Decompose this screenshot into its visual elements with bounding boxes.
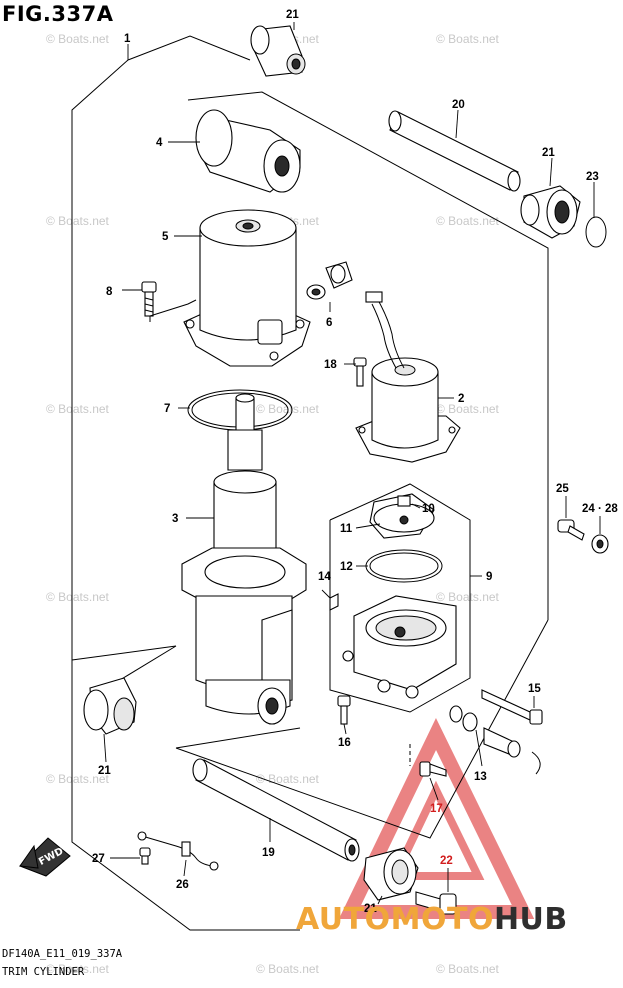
callout-6: 6 [326, 317, 332, 329]
bolt-15 [481, 689, 543, 725]
callout-24-28: 24 · 28 [582, 503, 618, 515]
watermark: © Boats.net [256, 962, 319, 976]
callout-22: 22 [440, 855, 453, 867]
callout-21: 21 [98, 765, 111, 777]
bolt-22 [415, 891, 457, 915]
callout-14: 14 [318, 571, 331, 583]
valve-13 [449, 705, 541, 775]
callout-21: 21 [364, 903, 377, 915]
rod-19 [192, 758, 360, 862]
bushing-21-bottom [363, 847, 419, 901]
logo-text-left: AUTOMOTO [296, 902, 494, 937]
washer-24-28 [591, 534, 609, 554]
watermark: © Boats.net [436, 962, 499, 976]
callout-1: 1 [124, 33, 131, 45]
callout-12: 12 [340, 561, 353, 573]
callout-19: 19 [262, 847, 275, 859]
watermark: © Boats.net [46, 402, 109, 416]
callout-11: 11 [340, 523, 353, 535]
callout-21: 21 [542, 147, 555, 159]
watermark: © Boats.net [436, 32, 499, 46]
valve-assembly-9 [329, 483, 471, 713]
watermark: © Boats.net [436, 214, 499, 228]
watermark: © Boats.net [436, 590, 499, 604]
watermark: © Boats.net [46, 772, 109, 786]
ground-wire-26 [137, 831, 219, 871]
callout-3: 3 [172, 513, 178, 525]
bushing-4 [195, 109, 301, 193]
watermark: © Boats.net [46, 32, 109, 46]
screw-18 [353, 357, 367, 387]
motor-2 [355, 291, 461, 463]
callout-13: 13 [474, 771, 487, 783]
callout-20: 20 [452, 99, 465, 111]
callout-labels: 21 1 4 20 21 23 5 8 6 18 2 7 3 10 11 12 … [92, 9, 618, 915]
drawing-code: DF140A_E11_019_337A [2, 948, 123, 960]
fitting-6 [306, 261, 353, 300]
cylinder-3 [181, 393, 307, 725]
automotohub-logo: AUTOMOTOHUB [296, 902, 568, 937]
bolt-25 [557, 519, 585, 541]
bolt-16 [337, 695, 351, 725]
callout-25: 25 [556, 483, 569, 495]
forward-arrow-icon: FWD [19, 837, 71, 877]
bushing-21-left [83, 677, 137, 735]
reservoir-5 [183, 209, 311, 367]
callout-17: 17 [430, 803, 443, 815]
logo-text-right: HUB [493, 902, 568, 937]
assembly-outline [71, 35, 549, 931]
callout-9: 9 [486, 571, 492, 583]
callout-27: 27 [92, 853, 105, 865]
callout-23: 23 [586, 171, 599, 183]
callout-15: 15 [528, 683, 541, 695]
callout-10: 10 [422, 503, 435, 515]
bushing-21-right [520, 185, 581, 239]
leader-lines [103, 22, 601, 905]
watermark: © Boats.net [256, 772, 319, 786]
bolt-8 [141, 281, 197, 322]
rod-20 [388, 110, 521, 192]
callout-4: 4 [156, 137, 163, 149]
figure-name: TRIM CYLINDER [2, 966, 85, 978]
callout-7: 7 [164, 403, 170, 415]
screw-27 [139, 847, 151, 865]
figure-title: FIG.337A [2, 2, 114, 26]
circlip-23 [585, 216, 607, 248]
watermark: © Boats.net [46, 962, 109, 976]
callout-21: 21 [286, 9, 299, 21]
bushing-21-top [250, 25, 306, 77]
screw-17 [409, 744, 447, 777]
callout-8: 8 [106, 286, 113, 298]
callout-2: 2 [458, 393, 464, 405]
watermark: © Boats.net [46, 214, 109, 228]
watermark: © Boats.net [46, 590, 109, 604]
callout-16: 16 [338, 737, 351, 749]
callout-26: 26 [176, 879, 189, 891]
watermark: © Boats.net [436, 402, 499, 416]
callout-18: 18 [324, 359, 337, 371]
callout-5: 5 [162, 231, 169, 243]
